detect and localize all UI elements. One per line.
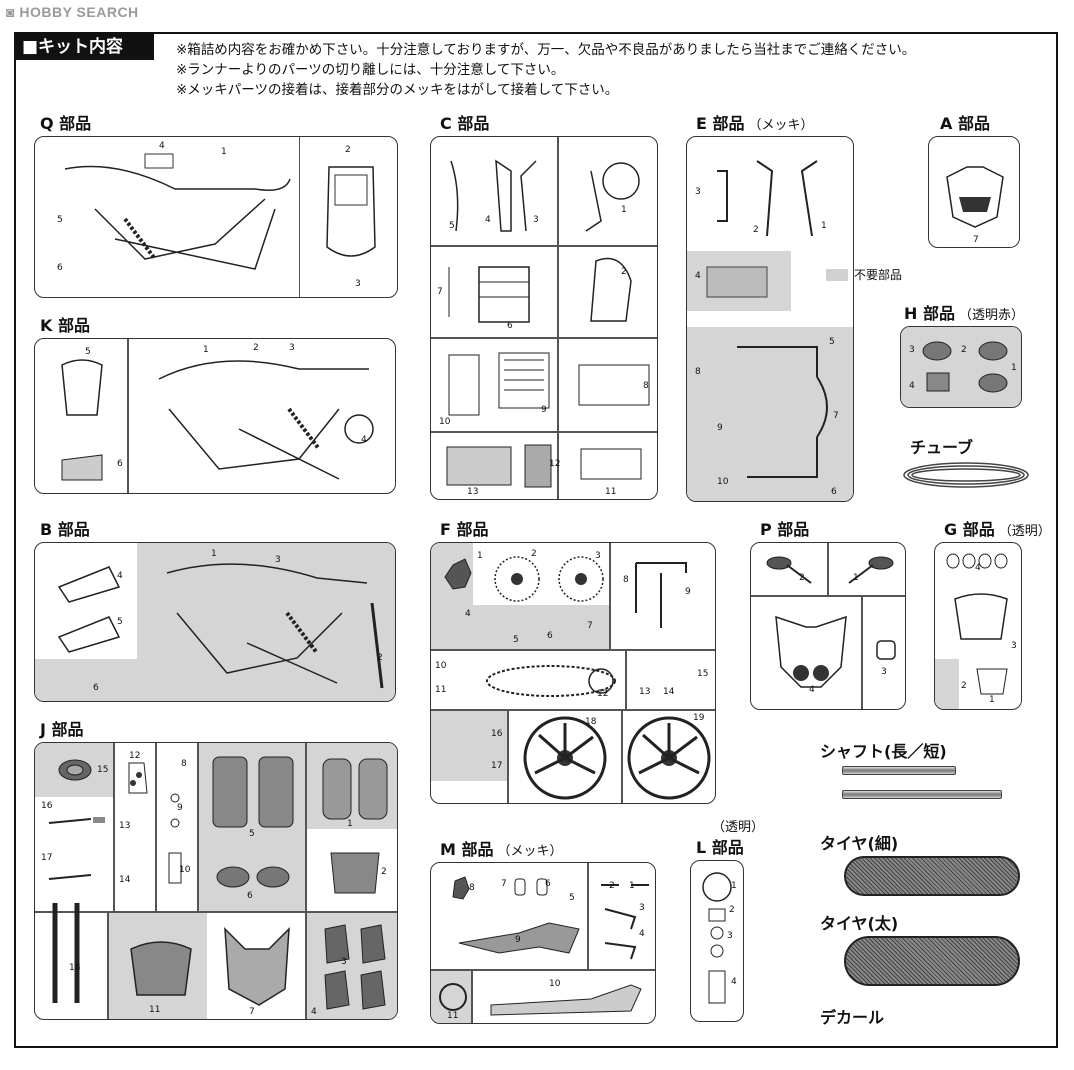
link-parts-sketch-icon [601,884,649,960]
tube-label: チューブ [910,438,974,457]
lens-sketch-icon [876,640,896,660]
cowl-sketch-icon [326,166,376,257]
section-l-top: （透明） [712,820,765,835]
mirror-sketch-icon [766,556,894,584]
section-p-panel: 2 1 4 3 [750,542,906,710]
tail-lamp-sketch-icon [922,341,1008,393]
tank-cover-sketch-icon [322,758,388,894]
legend-unused: 不要部品 [826,266,902,283]
front-cowl-sketch-icon [946,166,1004,228]
handlebar-sketch-icon [717,160,818,237]
brand-logo: ◙ HOBBY SEARCH [6,4,139,20]
gauge-sketch-icon [58,759,92,781]
silencer-sketch-icon [490,984,642,1016]
upper-cowl-sketch-icon [775,615,847,688]
swingarm-sketch-icon [635,562,687,628]
section-b-label: B 部品 [40,520,90,539]
headlight-lens-sketch-icon [702,872,732,1004]
exhaust-pipe-sketch-icon [737,346,828,478]
section-k-panel: 5 1 2 3 4 6 [34,338,396,494]
section-l-label: L 部品 [696,838,744,857]
tire-thick-icon [844,936,1020,986]
main-frame-sketch-icon [166,563,384,689]
section-m-label: M 部品（メッキ） [440,840,563,859]
chassis-sketch-icon [158,360,374,480]
engine-case-sketch-icon [585,162,640,322]
section-g-label: G 部品（透明） [944,520,1051,539]
section-b-panel: 1 3 4 5 2 6 [34,542,396,702]
section-k-label: K 部品 [40,316,90,335]
shaft-long-icon [842,766,956,775]
engine-block-sketch-icon [448,266,530,323]
tire-thin-label: タイヤ(細) [820,834,899,853]
section-f-panel: 1 2 3 4 5 6 7 8 9 10 11 12 13 14 15 16 1… [430,542,716,804]
section-a-label: A 部品 [940,114,990,133]
radiator-sketch-icon [446,444,642,488]
section-a-panel: 7 [928,136,1020,248]
section-p-label: P 部品 [760,520,810,539]
brake-disc-sketch-icon [444,556,604,602]
bracket-sketch-icon [450,159,537,232]
kit-contents-frame [14,32,1058,1048]
note-3: ※メッキパーツの接着は、接着部分のメッキをはがして接着して下さい。 [176,82,619,98]
decal-label: デカール [820,1008,885,1027]
rear-wheel-sketch-icon [627,716,711,800]
tire-thin-icon [844,856,1020,896]
section-l-panel: 1 2 3 4 [690,860,744,1022]
tube-icon [903,462,1029,488]
muffler-sketch-icon [706,266,768,298]
section-c-panel: 5 4 3 1 2 7 6 10 9 8 12 13 11 [430,136,658,500]
note-2: ※ランナーよりのパーツの切り離しには、十分注意して下さい。 [176,62,565,78]
exhaust-muffler-sketch-icon [452,876,580,954]
cylinder-sketch-icon [448,352,650,416]
section-c-label: C 部品 [440,114,490,133]
side-panel-sketch-icon [324,924,386,1010]
front-wheel-sketch-icon [523,716,607,800]
seat-cushion-sketch-icon [212,756,294,888]
section-h-panel: 3 2 1 4 [900,326,1022,408]
section-e-label: E 部品（メッキ） [696,114,814,133]
seat-cowl-sketch-icon [130,941,192,996]
page-title: ■キット内容 [16,34,154,60]
section-e-panel: 3 2 1 4 5 8 7 9 10 6 [686,136,854,502]
fork-sketch-icon [48,817,105,1003]
note-1: ※箱詰め内容をお確かめ下さい。十分注意しておりますが、万一、欠品や不良品がありま… [176,42,916,58]
shaft-short-icon [842,790,1002,799]
legend-swatch [826,268,848,281]
frame-sketch-icon [64,153,291,270]
cap-sketch-icon [439,983,467,1011]
tire-thick-label: タイヤ(太) [820,914,899,933]
section-m-panel: 8 7 6 5 9 2 1 3 4 10 11 [430,862,656,1024]
section-q-label: Q 部品 [40,114,92,133]
chain-sketch-icon [486,665,616,697]
fender-sketch-icon [61,359,103,481]
section-h-label: H 部品（透明赤） [904,304,1024,323]
switch-parts-sketch-icon [128,762,182,884]
section-f-label: F 部品 [440,520,489,539]
shaft-label: シャフト(長／短) [820,742,947,761]
section-q-panel: 4 1 2 3 5 6 [34,136,398,298]
section-j-panel: 15 16 17 18 12 13 14 8 9 10 5 6 1 2 11 7… [34,742,398,1020]
section-g-panel: 4 3 2 1 [934,542,1022,710]
notes: ※箱詰め内容をお確かめ下さい。十分注意しておりますが、万一、欠品や不良品がありま… [176,40,915,100]
section-j-label: J 部品 [40,720,84,739]
side-cover-sketch-icon [57,566,121,653]
under-cowl-sketch-icon [224,927,290,1006]
windscreen-sketch-icon [946,553,1008,695]
logo-icon: ◙ [6,4,20,20]
